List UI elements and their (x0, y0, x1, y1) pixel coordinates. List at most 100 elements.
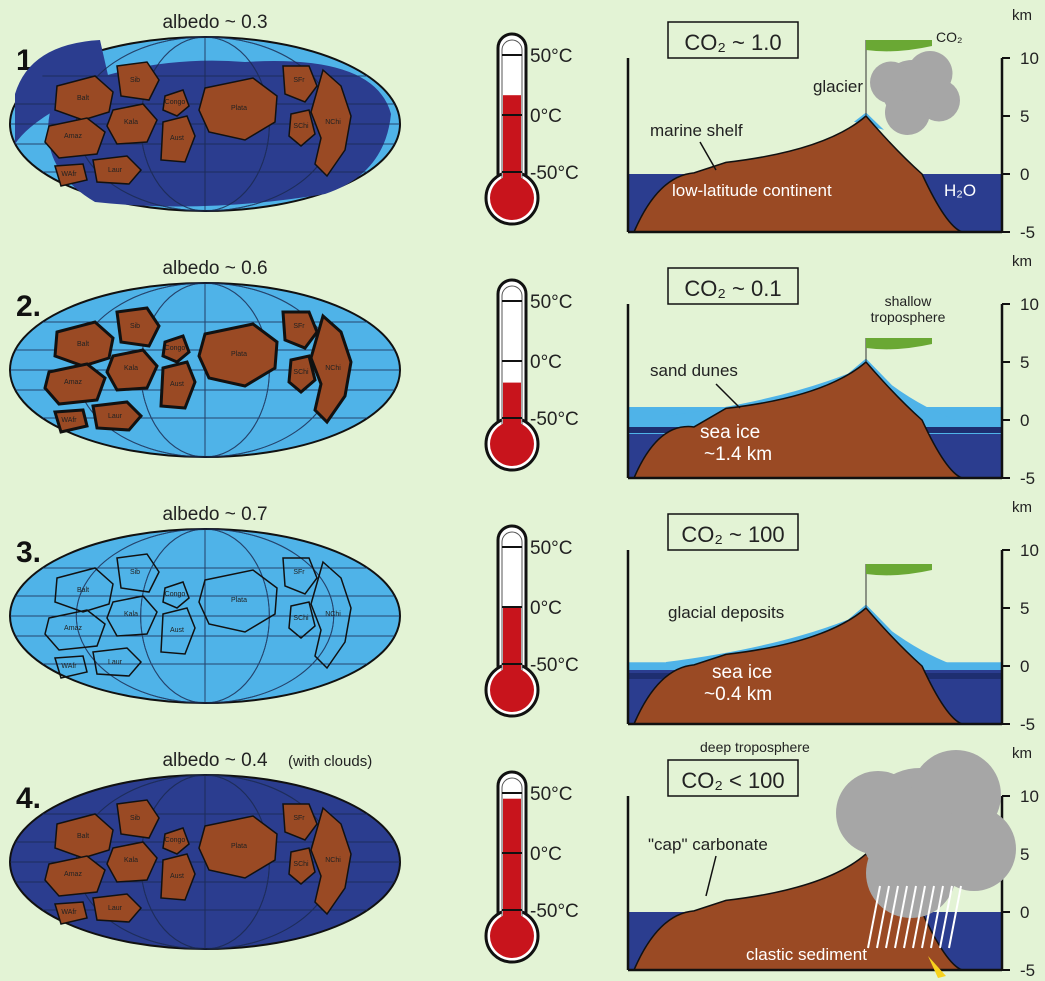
continent-label: Aust (170, 627, 184, 634)
cap-carbonate-label: "cap" carbonate (648, 835, 768, 854)
continent-label: SFr (293, 77, 305, 84)
panel-3: 3.albedo ~ 0.7BaltSibAmazKalaCongoAustLa… (10, 499, 1039, 734)
km-axis-tick: -5 (1020, 469, 1035, 488)
co2-label: CO₂ ~ 100 (681, 522, 784, 547)
sand-dunes-label: sand dunes (650, 361, 738, 380)
clastic-sediment-label: clastic sediment (746, 945, 867, 964)
temperature-tick: 50°C (530, 784, 572, 805)
continent-label: Laur (108, 659, 123, 666)
continent-label: Aust (170, 873, 184, 880)
km-axis-tick: 0 (1020, 411, 1029, 430)
temperature-fill (503, 799, 521, 928)
co2-label: CO₂ ~ 1.0 (684, 30, 781, 55)
continent-label: SFr (293, 815, 305, 822)
temperature-tick: -50°C (530, 163, 579, 184)
ice-thickness-label: ~0.4 km (704, 684, 772, 705)
globe-map: BaltSibAmazKalaCongoAustLaurWAfrPlataSFr… (10, 283, 400, 457)
panel-number: 2. (16, 290, 41, 323)
troposphere-label-2: troposphere (871, 309, 946, 325)
km-axis-unit: km (1012, 745, 1032, 762)
continent-label: WAfr (61, 171, 77, 178)
km-axis-tick: 0 (1020, 165, 1029, 184)
continent-label: Amaz (64, 133, 82, 140)
troposphere-label-1: shallow (885, 293, 933, 309)
panel-4: 4.albedo ~ 0.4(with clouds)BaltSibAmazKa… (10, 739, 1039, 980)
continent-label-text: low-latitude continent (672, 181, 832, 200)
continent-label: Sib (130, 815, 140, 822)
marine-shelf-label: marine shelf (650, 121, 743, 140)
glacial-deposits-label: glacial deposits (668, 603, 784, 622)
continent-label: SFr (293, 323, 305, 330)
continent-label: Sib (130, 77, 140, 84)
thermometer: 50°C 0°C -50°C (486, 526, 579, 716)
temperature-tick: 50°C (530, 292, 572, 313)
km-axis-tick: -5 (1020, 223, 1035, 242)
troposphere-flag (866, 564, 932, 608)
continent-label: Amaz (64, 625, 82, 632)
globe-map: BaltSibAmazKalaCongoAustLaurWAfrPlataSFr… (10, 775, 400, 949)
km-axis-tick: -5 (1020, 715, 1035, 734)
continent-label: SChi (293, 861, 309, 868)
km-axis-tick: 10 (1020, 295, 1039, 314)
continent-label: SChi (293, 369, 309, 376)
continent-label: Plata (231, 843, 247, 850)
continent-label: Balt (77, 95, 89, 102)
continent-label: Sib (130, 323, 140, 330)
sea-ice-label: sea ice (712, 662, 772, 683)
continent-label: Congo (165, 99, 186, 106)
continent-label: Plata (231, 351, 247, 358)
continent-label: Balt (77, 587, 89, 594)
temperature-tick: -50°C (530, 901, 579, 922)
temperature-tick: 0°C (530, 352, 562, 373)
co2-flag-label: CO₂ (936, 29, 962, 45)
continent-label: Kala (124, 365, 138, 372)
continent-label: NChi (325, 119, 341, 126)
continent-label: Aust (170, 135, 184, 142)
albedo-label: albedo ~ 0.7 (162, 504, 267, 525)
troposphere-label: deep troposphere (700, 739, 810, 755)
thermometer: 50°C0°C-50°C (486, 34, 579, 224)
temperature-tick: -50°C (530, 655, 579, 676)
km-axis-tick: 5 (1020, 107, 1029, 126)
temperature-tick: -50°C (530, 409, 579, 430)
albedo-label: albedo ~ 0.3 (162, 12, 267, 33)
sea-ice-label: sea ice (700, 422, 760, 443)
temperature-tick: 0°C (530, 598, 562, 619)
water-label: H₂O (944, 181, 976, 200)
continent-label: SChi (293, 123, 309, 130)
continent-label: Kala (124, 611, 138, 618)
continent-label: Congo (165, 345, 186, 352)
km-axis-tick: 10 (1020, 49, 1039, 68)
km-axis-unit: km (1012, 7, 1032, 24)
panel-2: 2.albedo ~ 0.6BaltSibAmazKalaCongoAustLa… (10, 253, 1039, 488)
cross-section: km1050-5CO₂ < 100deep troposphere"cap" c… (628, 739, 1039, 980)
continent-label: NChi (325, 365, 341, 372)
continent-label: Plata (231, 105, 247, 112)
co2-label: CO₂ < 100 (681, 768, 784, 793)
continent-label: Congo (165, 591, 186, 598)
continent-label: Balt (77, 341, 89, 348)
cloud (870, 51, 960, 135)
continent-label: NChi (325, 611, 341, 618)
cross-section: km1050-5CO₂ ~ 1.0glaciermarine shelflow-… (628, 7, 1039, 242)
km-axis-unit: km (1012, 499, 1032, 516)
thermometer: 50°C 0°C -50°C (486, 772, 579, 962)
thermometer: 50°C 0°C -50°C (486, 280, 579, 470)
km-axis-tick: -5 (1020, 961, 1035, 980)
continent-label: Plata (231, 597, 247, 604)
temperature-tick: 0°C (530, 106, 562, 127)
continent-label: Kala (124, 119, 138, 126)
continent-label: Congo (165, 837, 186, 844)
continent-label: SFr (293, 569, 305, 576)
globe-map: BaltSibAmazKalaCongoAustLaurWAfrPlataSFr… (10, 529, 400, 703)
km-axis-tick: 0 (1020, 657, 1029, 676)
co2-label: CO₂ ~ 0.1 (684, 276, 781, 301)
continent-label: Laur (108, 167, 123, 174)
continent-label: WAfr (61, 663, 77, 670)
panel-1: 1.albedo ~ 0.3BaltSibAmazKalaCongoAustLa… (10, 7, 1039, 242)
continent-label: Kala (124, 857, 138, 864)
temperature-tick: 50°C (530, 538, 572, 559)
temperature-tick: 0°C (530, 844, 562, 865)
albedo-note: (with clouds) (288, 753, 372, 770)
